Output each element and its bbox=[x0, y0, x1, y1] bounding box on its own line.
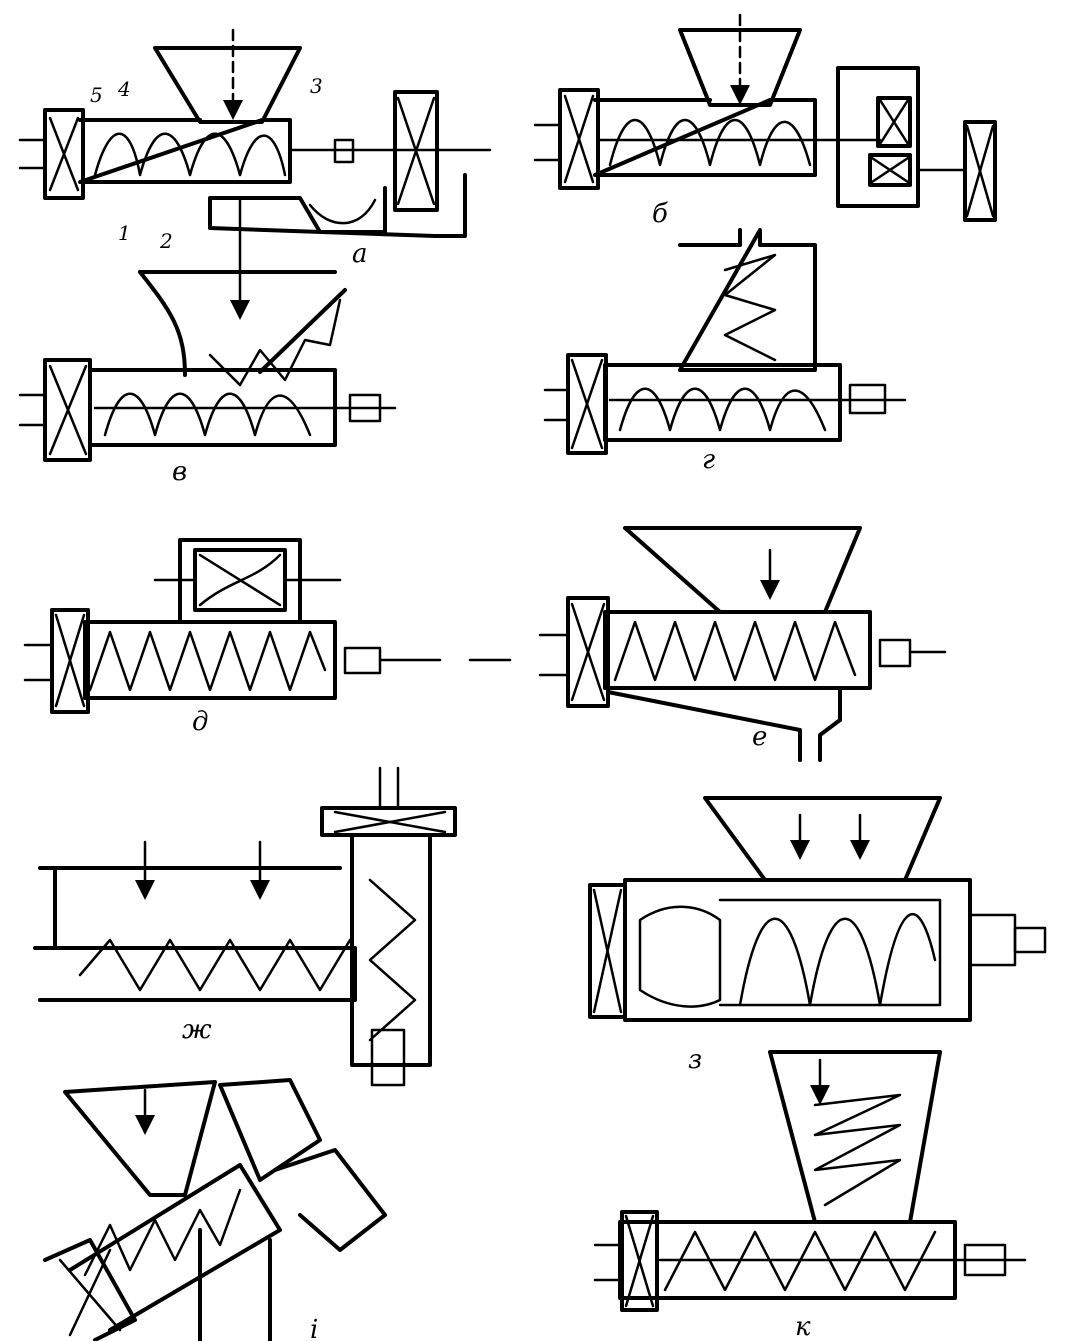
panel-b-screw-extruder-with-gear-drive: б bbox=[533, 13, 997, 229]
panel-z-label: з bbox=[688, 1045, 702, 1075]
callout-2: 2 bbox=[159, 229, 173, 253]
panel-a-screw-extruder-with-bottom-outlet: 1 2 3 4 5 а bbox=[18, 28, 492, 320]
panel-b-label: б bbox=[652, 199, 668, 229]
panel-g-label: г bbox=[702, 445, 715, 475]
panel-i-label: і bbox=[310, 1315, 318, 1341]
panel-g-screw-extruder-vertical-feed-screw: г bbox=[543, 228, 907, 475]
panel-z-conical-screw-extruder: з bbox=[588, 796, 1047, 1075]
callout-4: 4 bbox=[117, 77, 131, 101]
panel-e-label: е bbox=[752, 722, 767, 752]
panel-v-screw-extruder-inclined-feeder: в bbox=[18, 270, 397, 487]
panel-a-label: а bbox=[352, 239, 368, 269]
panel-d-screw-extruder-with-roll-feeder: д bbox=[23, 538, 512, 737]
panel-d-label: д bbox=[192, 707, 208, 737]
panel-e-screw-extruder-with-drain: е bbox=[538, 526, 947, 762]
panel-zh-label: ж bbox=[182, 1015, 212, 1045]
panel-i-inclined-screw-extruder: і bbox=[43, 1078, 387, 1341]
panel-zh-twin-stage-extruder: ж bbox=[33, 766, 457, 1087]
panel-v-label: в bbox=[172, 457, 187, 487]
callout-1: 1 bbox=[118, 221, 131, 245]
panel-k-label: к bbox=[795, 1312, 811, 1341]
callout-5: 5 bbox=[90, 83, 103, 107]
callout-3: 3 bbox=[310, 74, 323, 98]
panel-k-screw-extruder-vertical-feeder: к bbox=[593, 1050, 1027, 1341]
